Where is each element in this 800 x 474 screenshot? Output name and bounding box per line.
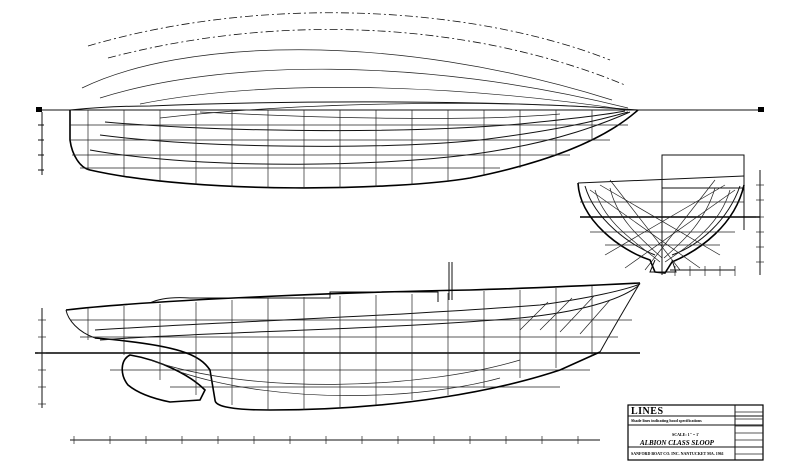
plan-left-scale [38, 112, 44, 175]
profile-view [35, 262, 641, 411]
profile-left-scale [38, 308, 46, 408]
title-class-name: ALBION CLASS SLOOP [639, 439, 715, 447]
title-note: Shade lines indicating hood specificatio… [631, 418, 702, 423]
profile-stations [87, 286, 593, 410]
plan-stations [87, 110, 593, 188]
title-heading: LINES [631, 406, 664, 417]
body-plan [577, 154, 764, 276]
title-scale: SCALE: 1" = 1' [672, 432, 699, 437]
title-company: SANFORD BOAT CO. INC. NANTUCKET MA. 1961 [631, 451, 724, 456]
plan-view [36, 12, 764, 189]
bottom-scale-bar [70, 436, 600, 444]
title-block: LINES Shade lines indicating hood specif… [627, 404, 764, 461]
